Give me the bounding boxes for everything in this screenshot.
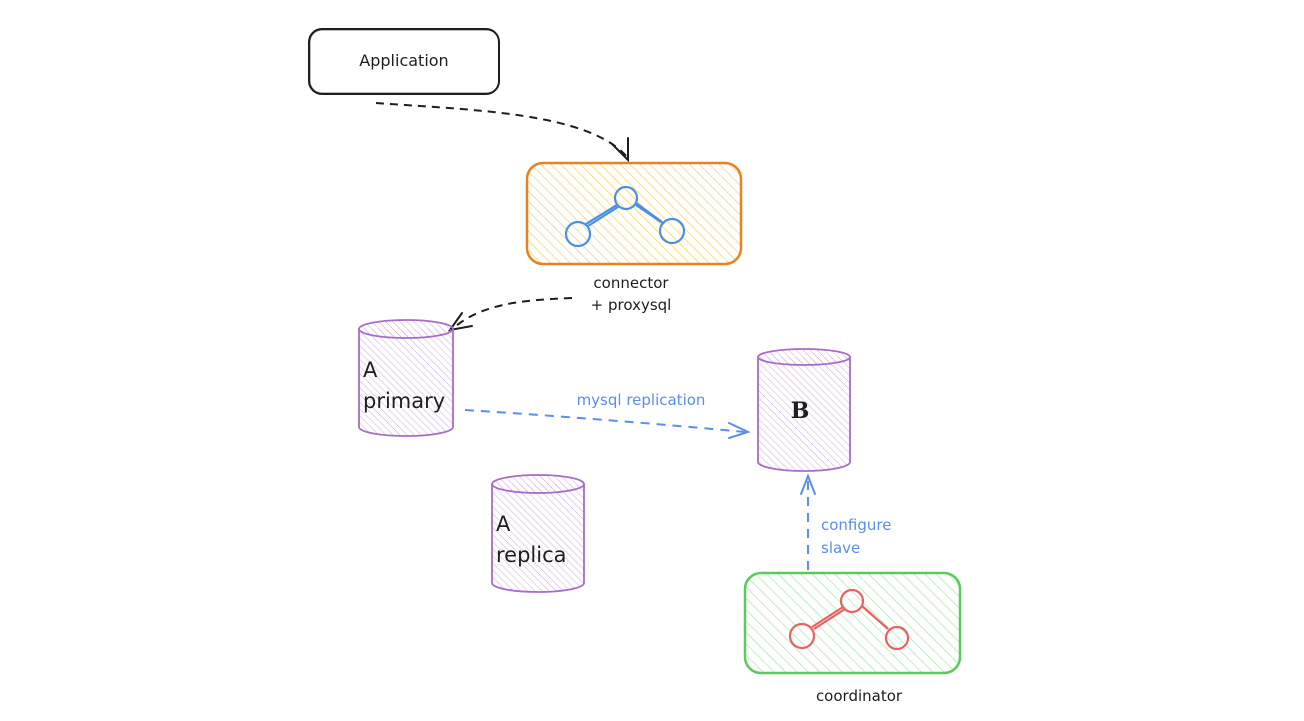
a-replica-database[interactable]: A replica (491, 474, 585, 593)
arrowhead-icon (728, 422, 751, 439)
connector-node[interactable] (525, 161, 743, 266)
arrowhead-icon (800, 473, 816, 495)
graph-nodes-icon (788, 588, 910, 651)
edge-configure-slave: configure slave (800, 473, 891, 570)
configure-label-line2: slave (821, 539, 860, 557)
a-primary-database[interactable]: A primary (358, 319, 454, 437)
graph-nodes-icon (564, 185, 686, 248)
coordinator-caption: coordinator (816, 687, 903, 705)
b-database[interactable]: B (757, 348, 851, 472)
application-label: Application (359, 51, 448, 70)
connector-caption-line2: + proxysql (591, 296, 672, 314)
edge-replication: mysql replication (464, 391, 751, 439)
a-primary-line2: primary (363, 389, 445, 413)
application-node[interactable]: Application (308, 28, 500, 95)
edge-app-to-connector (375, 102, 629, 163)
edge-connector-to-primary (447, 297, 573, 332)
connector-caption-line1: connector (593, 274, 669, 292)
a-replica-line2: replica (496, 543, 567, 567)
arrowhead-icon (611, 137, 629, 163)
a-replica-line1: A (496, 512, 511, 536)
b-label: B (791, 398, 810, 424)
configure-label-line1: configure (821, 516, 891, 534)
a-primary-line1: A (363, 358, 378, 382)
replication-label: mysql replication (577, 391, 706, 409)
coordinator-node[interactable] (743, 571, 962, 675)
